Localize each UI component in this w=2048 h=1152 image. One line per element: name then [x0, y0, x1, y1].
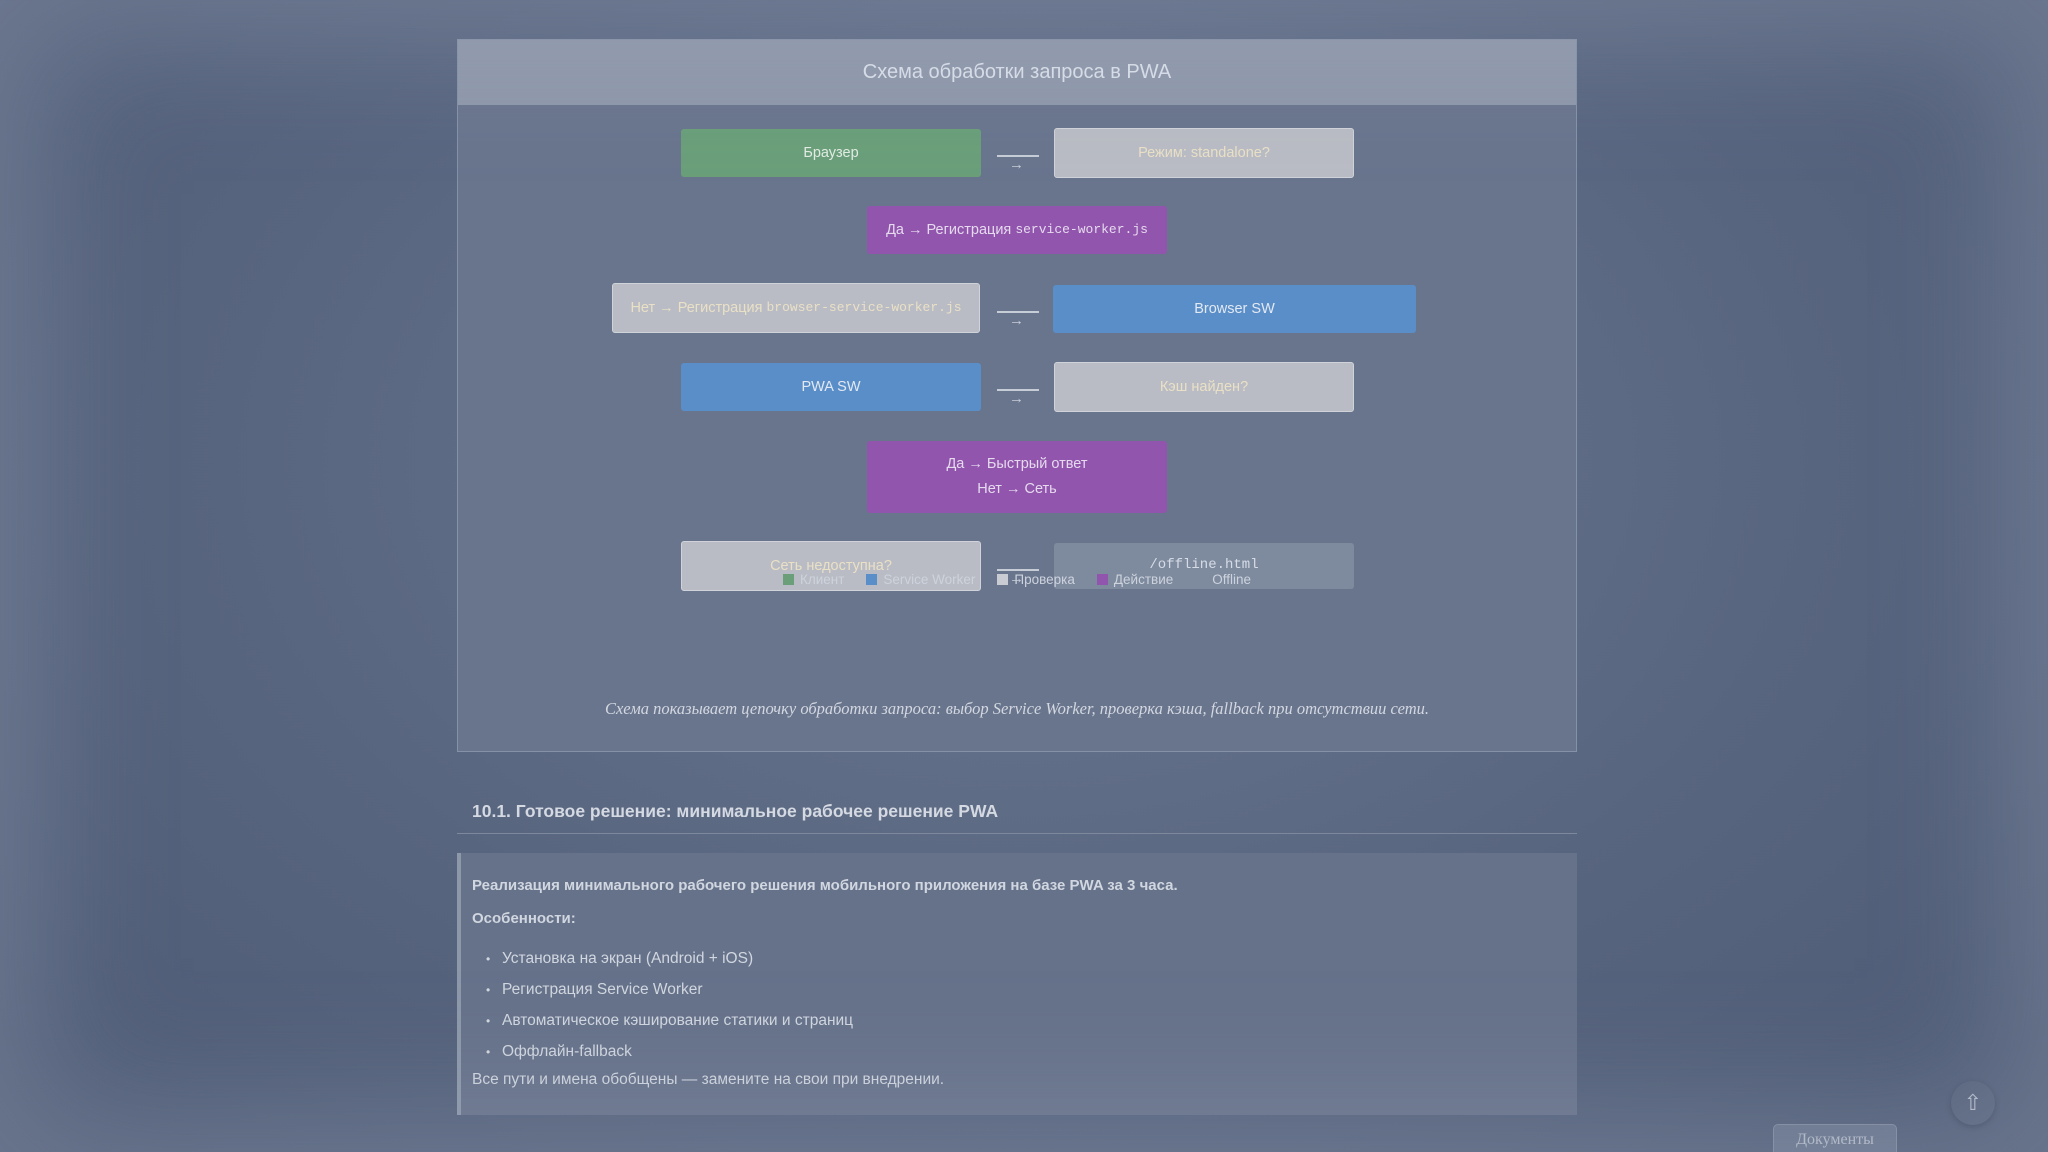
legend-label: Offline — [1212, 572, 1252, 587]
node-register-browser-sw: Нет → Регистрация browser-service-worker… — [612, 283, 980, 333]
legend-swatch — [1195, 574, 1207, 585]
bullet-icon: • — [486, 951, 491, 966]
fast-response-label: Да → Быстрый ответ — [946, 456, 1088, 473]
diagram-caption: Схема показывает цепочку обработки запро… — [604, 699, 1430, 718]
legend-swatch — [866, 574, 878, 585]
bullet-icon: • — [486, 982, 491, 997]
legend-label: Клиент — [799, 572, 845, 587]
list-item: •Регистрация Service Worker — [486, 980, 703, 998]
arrow-up-icon: ⇧ — [1963, 1090, 1983, 1115]
features-list: •Установка на экран (Android + iOS) •Рег… — [486, 943, 1577, 1067]
node-cache-found: Кэш найден? — [1054, 362, 1354, 412]
connector-2: → — [997, 307, 1039, 333]
diagram-card: Схема обработки запроса в PWA Браузер → … — [457, 39, 1577, 752]
arrow-right-icon: → — [1009, 156, 1024, 173]
legend-label: Действие — [1113, 572, 1174, 587]
register-sw-label: Да → Регистрация — [886, 221, 1012, 238]
connector-3: → — [997, 385, 1039, 411]
connector-1: → — [997, 151, 1039, 177]
arrow-right-icon: → — [1009, 312, 1024, 329]
section-title: 10.1. Готовое решение: минимальное рабоч… — [457, 801, 1577, 834]
connector-4: → — [997, 565, 1039, 591]
legend-item-action: Действие — [1096, 572, 1174, 587]
node-browser-sw: Browser SW — [1053, 285, 1416, 333]
legend-item-service-worker: Service Worker — [866, 572, 975, 587]
solution-box: Реализация минимального рабочего решения… — [457, 853, 1577, 1115]
register-browser-sw-file: browser-service-worker.js — [766, 299, 962, 315]
solution-lead: Реализация минимального рабочего решения… — [472, 877, 1178, 894]
arrow-right-icon: → — [1009, 390, 1024, 407]
legend-item-check: Проверка — [997, 572, 1075, 587]
legend-item-client: Клиент — [782, 572, 845, 587]
node-cache-result: Да → Быстрый ответ Нет → Сеть — [867, 441, 1167, 513]
diagram-title: Схема обработки запроса в PWA — [458, 40, 1576, 105]
legend-label: Проверка — [1014, 572, 1075, 587]
network-label: Нет → Сеть — [977, 481, 1057, 497]
list-item: •Оффлайн-fallback — [486, 1042, 632, 1060]
legend-swatch — [782, 574, 794, 585]
node-browser: Браузер — [681, 129, 981, 177]
solution-note: Все пути и имена обобщены — замените на … — [472, 1071, 945, 1088]
node-register-sw: Да → Регистрация service-worker.js — [867, 206, 1167, 254]
legend-swatch — [1096, 574, 1108, 585]
node-network-unavailable: Сеть недоступна? — [681, 541, 981, 591]
docs-button[interactable]: Документы — [1773, 1124, 1897, 1152]
arrow-right-icon: → — [1009, 570, 1024, 587]
flow-diagram: Браузер → Режим: standalone? Да → Регист… — [458, 105, 1576, 665]
list-item: •Автоматическое кэширование статики и ст… — [486, 1011, 854, 1029]
node-pwa-sw: PWA SW — [681, 363, 981, 411]
bullet-icon: • — [486, 1044, 491, 1059]
legend: Клиент Service Worker Проверка Действие … — [458, 572, 1576, 587]
offline-page-file: /offline.html — [1149, 557, 1259, 574]
register-sw-file: service-worker.js — [1015, 221, 1148, 237]
legend-swatch — [997, 574, 1009, 585]
list-item: •Установка на экран (Android + iOS) — [486, 949, 754, 967]
bullet-icon: • — [486, 1013, 491, 1028]
features-title: Особенности: — [472, 910, 576, 927]
legend-item-offline: Offline — [1195, 572, 1251, 587]
scroll-top-button[interactable]: ⇧ — [1951, 1081, 1995, 1125]
register-browser-sw-label: Нет → Регистрация — [630, 299, 763, 316]
legend-label: Service Worker — [883, 572, 976, 587]
node-standalone-check: Режим: standalone? — [1054, 128, 1354, 178]
